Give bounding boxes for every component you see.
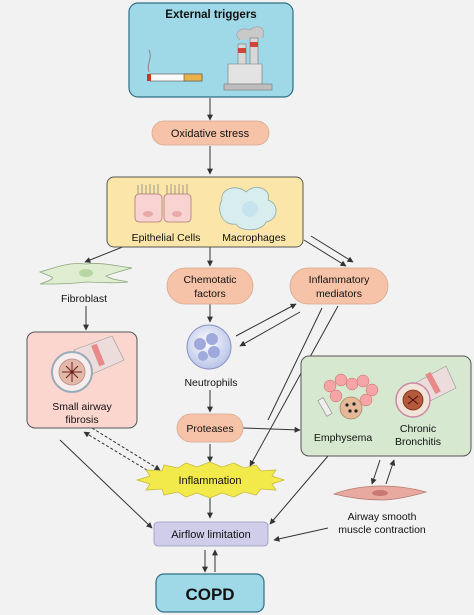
- small-airway-label-line1: Small airway: [52, 401, 112, 413]
- emphysema-bronchitis-box: Emphysema Chronic Bronchitis: [300, 355, 472, 457]
- inflammatory-mediators-node: Inflammatory mediators: [289, 267, 389, 305]
- fibroblast-icon: [38, 263, 133, 285]
- smooth-muscle-label-line1: Airway smooth: [348, 511, 417, 523]
- fibroblast-node: Fibroblast: [38, 263, 133, 305]
- arrow-fibrosis-to-airflow: [59, 439, 153, 529]
- macrophages-label: Macrophages: [222, 232, 286, 244]
- arrow-fibrosis-to-inflammation-dashed-1: [91, 427, 161, 471]
- chemotactic-label-line1: Chemotatic: [183, 274, 236, 286]
- neutrophils-label: Neutrophils: [184, 377, 237, 389]
- arrow-cells-to-inflammatory-2: [310, 235, 354, 263]
- arrow-muscle-to-airflow: [273, 527, 329, 542]
- factory-icon: [223, 26, 273, 91]
- arrow-cells-to-inflammatory-1: [303, 239, 347, 267]
- emphysema-alveoli-icon: [317, 373, 379, 420]
- epithelial-cells-icon: [134, 184, 192, 223]
- arrow-emphysema-to-airflow: [269, 455, 329, 525]
- external-triggers-box: External triggers: [128, 2, 294, 98]
- inflammatory-label-line2: mediators: [316, 288, 362, 300]
- connector-arrows: [59, 98, 396, 573]
- chronic-label-line2: Bronchitis: [395, 436, 441, 448]
- arrow-bronchitis-to-muscle: [370, 459, 381, 485]
- bronchitis-airway-icon: [395, 365, 457, 418]
- arrow-neutrophils-to-inflammatory: [235, 303, 297, 337]
- neutrophil-icon: [186, 324, 232, 370]
- fibroblast-label: Fibroblast: [61, 293, 107, 305]
- cells-box: Epithelial Cells Macrophages: [106, 176, 304, 248]
- inflammation-label: Inflammation: [179, 475, 242, 487]
- proteases-node: Proteases: [176, 413, 244, 443]
- oxidative-stress-node: Oxidative stress: [151, 120, 270, 146]
- airway-smooth-muscle-node: Airway smooth muscle contraction: [332, 485, 428, 536]
- arrow-inflammatory-to-neutrophils: [239, 311, 301, 347]
- epithelial-cells-label: Epithelial Cells: [132, 232, 201, 244]
- inflammatory-label-line1: Inflammatory: [309, 274, 370, 286]
- small-airway-label-line2: fibrosis: [65, 414, 98, 426]
- proteases-label: Proteases: [186, 423, 233, 435]
- airflow-limitation-node: Airflow limitation: [153, 521, 269, 547]
- oxidative-stress-label: Oxidative stress: [171, 128, 250, 140]
- chemotactic-factors-node: Chemotatic factors: [166, 267, 254, 305]
- small-airway-fibrosis-box: Small airway fibrosis: [26, 331, 138, 429]
- arrow-muscle-to-bronchitis: [385, 459, 396, 485]
- smooth-muscle-label-line2: muscle contraction: [338, 524, 426, 536]
- copd-node: COPD: [155, 573, 265, 613]
- macrophage-icon: [219, 187, 277, 231]
- external-triggers-title: External triggers: [165, 9, 256, 21]
- emphysema-label: Emphysema: [314, 432, 373, 444]
- smooth-muscle-icon: [332, 485, 428, 501]
- inflammation-node: Inflammation: [135, 461, 286, 499]
- chronic-label-line1: Chronic: [400, 423, 436, 435]
- line-proteases-to-inflammatory: [267, 307, 323, 421]
- arrow-inflammatory-to-inflammation: [249, 305, 339, 467]
- airflow-limitation-label: Airflow limitation: [171, 529, 250, 541]
- chemotactic-label-line2: factors: [194, 288, 226, 300]
- copd-label: COPD: [185, 585, 234, 604]
- cigarette-icon: [147, 49, 203, 82]
- arrow-proteases-to-emphysema-box: [242, 426, 301, 433]
- airway-tube-icon: [51, 335, 125, 393]
- neutrophils-node: Neutrophils: [184, 324, 238, 389]
